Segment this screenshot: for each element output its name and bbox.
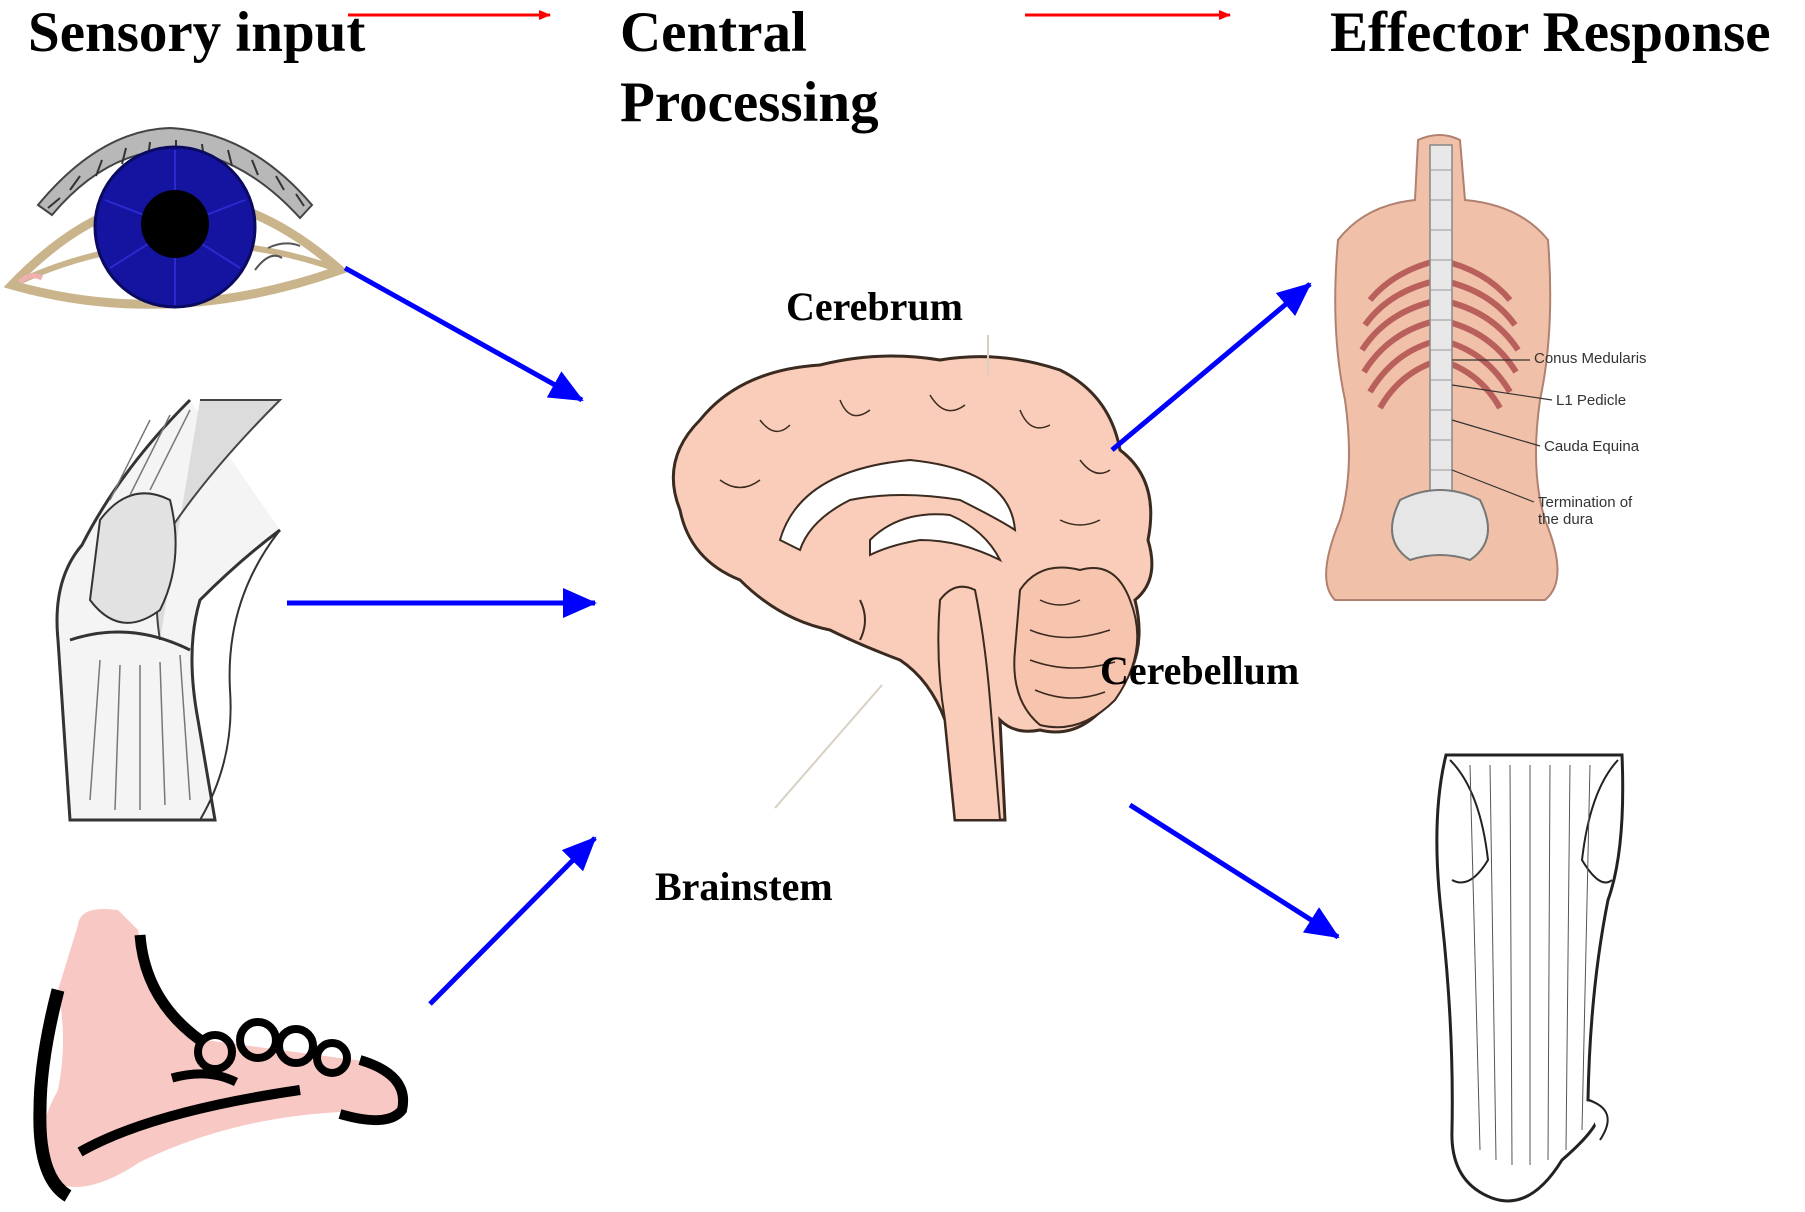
foot-icon xyxy=(40,909,403,1196)
effector-response-heading: Effector Response xyxy=(1330,0,1771,68)
calf-muscle-icon xyxy=(1437,755,1623,1201)
central-heading-line-2: Processing xyxy=(620,68,879,138)
brainstem-pointer xyxy=(775,685,882,808)
arrow-foot-to-brain xyxy=(430,838,595,1004)
cerebellum-label: Cerebellum xyxy=(1100,648,1299,694)
termination-of-dura-label: Termination of the dura xyxy=(1538,494,1634,528)
brain-icon xyxy=(673,356,1152,820)
central-heading-line-1: Central xyxy=(620,0,879,68)
spine-torso-icon xyxy=(1326,135,1557,600)
knee-joint-icon xyxy=(57,400,280,820)
eye-icon xyxy=(12,128,340,307)
arrow-brain-to-spine xyxy=(1112,284,1310,450)
conus-medularis-label: Conus Medularis xyxy=(1534,350,1647,367)
brainstem-label: Brainstem xyxy=(655,864,833,910)
central-processing-heading: Central Processing xyxy=(620,0,879,138)
cerebrum-label: Cerebrum xyxy=(786,284,963,330)
sensory-input-heading: Sensory input xyxy=(28,0,365,68)
arrow-eye-to-brain xyxy=(345,268,582,400)
l1-pedicle-label: L1 Pedicle xyxy=(1556,392,1626,409)
cauda-equina-label: Cauda Equina xyxy=(1544,438,1639,455)
arrow-brain-to-calf xyxy=(1130,805,1338,937)
